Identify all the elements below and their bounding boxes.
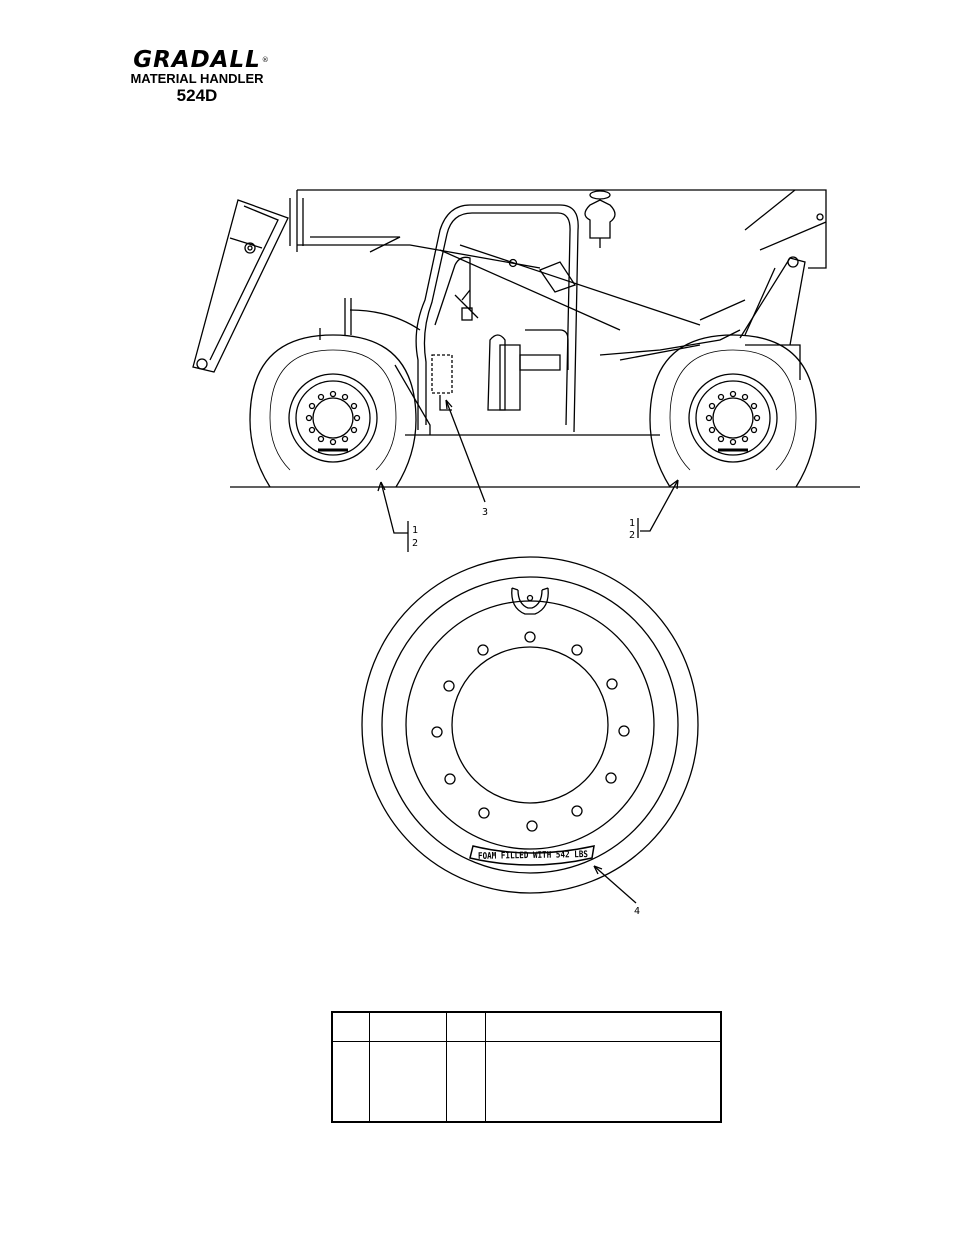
right-wheel-lug-nuts (705, 390, 761, 446)
valve-stem-icon (511, 587, 549, 615)
callout-right-wheel (637, 479, 679, 538)
callout-right-wheel-number-2: 2 (629, 530, 635, 541)
foam-fill-decal (469, 845, 595, 866)
callout-left-wheel-number-1: 1 (412, 525, 418, 536)
parts-table-header (331, 1012, 722, 1042)
parts-table-header-cell (369, 1012, 447, 1042)
foam-fill-decal-text: FOAM FILLED WITH 542 LBS (478, 850, 588, 862)
table-cell (331, 1041, 370, 1122)
parts-table-header-cell (331, 1012, 370, 1042)
product-line: MATERIAL HANDLER (130, 71, 264, 86)
callout-right-wheel-number-1: 1 (629, 518, 635, 529)
table-cell (446, 1041, 486, 1122)
model-number: 524D (176, 86, 218, 105)
table-cell (369, 1041, 447, 1122)
parts-table-header-cell (446, 1012, 486, 1042)
table-row (331, 1041, 722, 1122)
callout-cab-item (445, 399, 486, 503)
callout-decal-item (593, 865, 637, 904)
rear-tower (699, 256, 806, 346)
wheel-detail-bolt-holes (431, 631, 630, 832)
chassis (319, 298, 801, 436)
callout-left-wheel (377, 481, 409, 552)
brand-logo: GRADALL ® (133, 47, 269, 73)
parts-table (331, 1011, 722, 1123)
callout-left-wheel-number-2: 2 (412, 538, 418, 549)
right-wheel (649, 334, 817, 488)
table-cell (485, 1041, 722, 1122)
boom (289, 189, 827, 331)
registered-mark: ® (261, 56, 270, 64)
callout-decal-item-number: 4 (634, 906, 640, 917)
brand-name: GRADALL (133, 47, 261, 73)
left-wheel (249, 334, 417, 488)
callout-cab-item-number: 3 (482, 507, 488, 518)
parts-table-header-cell (485, 1012, 722, 1042)
brand-block: GRADALL ® MATERIAL HANDLER 524D (112, 48, 282, 106)
operator-cab (415, 190, 616, 433)
attachment-arm (192, 199, 289, 373)
machine-side-view (192, 189, 860, 488)
left-wheel-lug-nuts (305, 390, 361, 446)
wheel-detail-view (361, 556, 699, 894)
